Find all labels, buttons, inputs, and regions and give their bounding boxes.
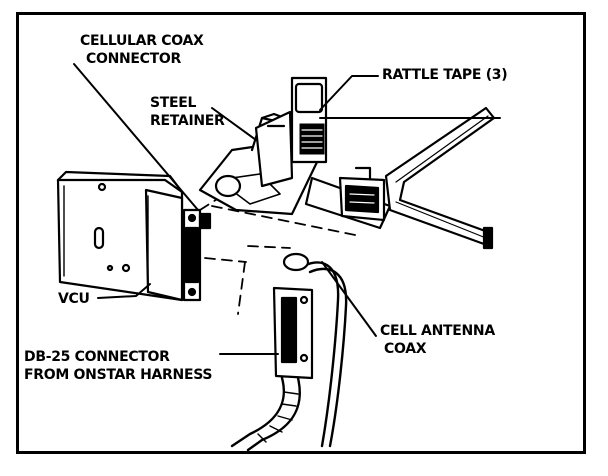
- label-cell-antenna-coax: CELL ANTENNA COAX: [380, 323, 495, 357]
- leader-cell-antenna: [321, 261, 377, 337]
- db25-harness: [230, 286, 314, 452]
- label-cellular-coax: CELLULAR COAX CONNECTOR: [80, 33, 204, 67]
- leader-vcu: [97, 283, 151, 299]
- leader-rattle-tape: [319, 75, 379, 111]
- support-rod: [384, 106, 496, 250]
- mount-bracket: [198, 76, 392, 230]
- leader-steel-retainer: [211, 107, 257, 141]
- leader-lines: [73, 63, 501, 355]
- label-db25-connector: DB-25 CONNECTOR FROM ONSTAR HARNESS: [24, 349, 213, 383]
- leader-cellular-coax: [73, 63, 199, 211]
- label-rattle-tape: RATTLE TAPE (3): [382, 67, 508, 83]
- label-vcu: VCU: [58, 291, 90, 307]
- vcu-module: [56, 170, 212, 302]
- label-steel-retainer: STEEL RETAINER: [150, 95, 225, 129]
